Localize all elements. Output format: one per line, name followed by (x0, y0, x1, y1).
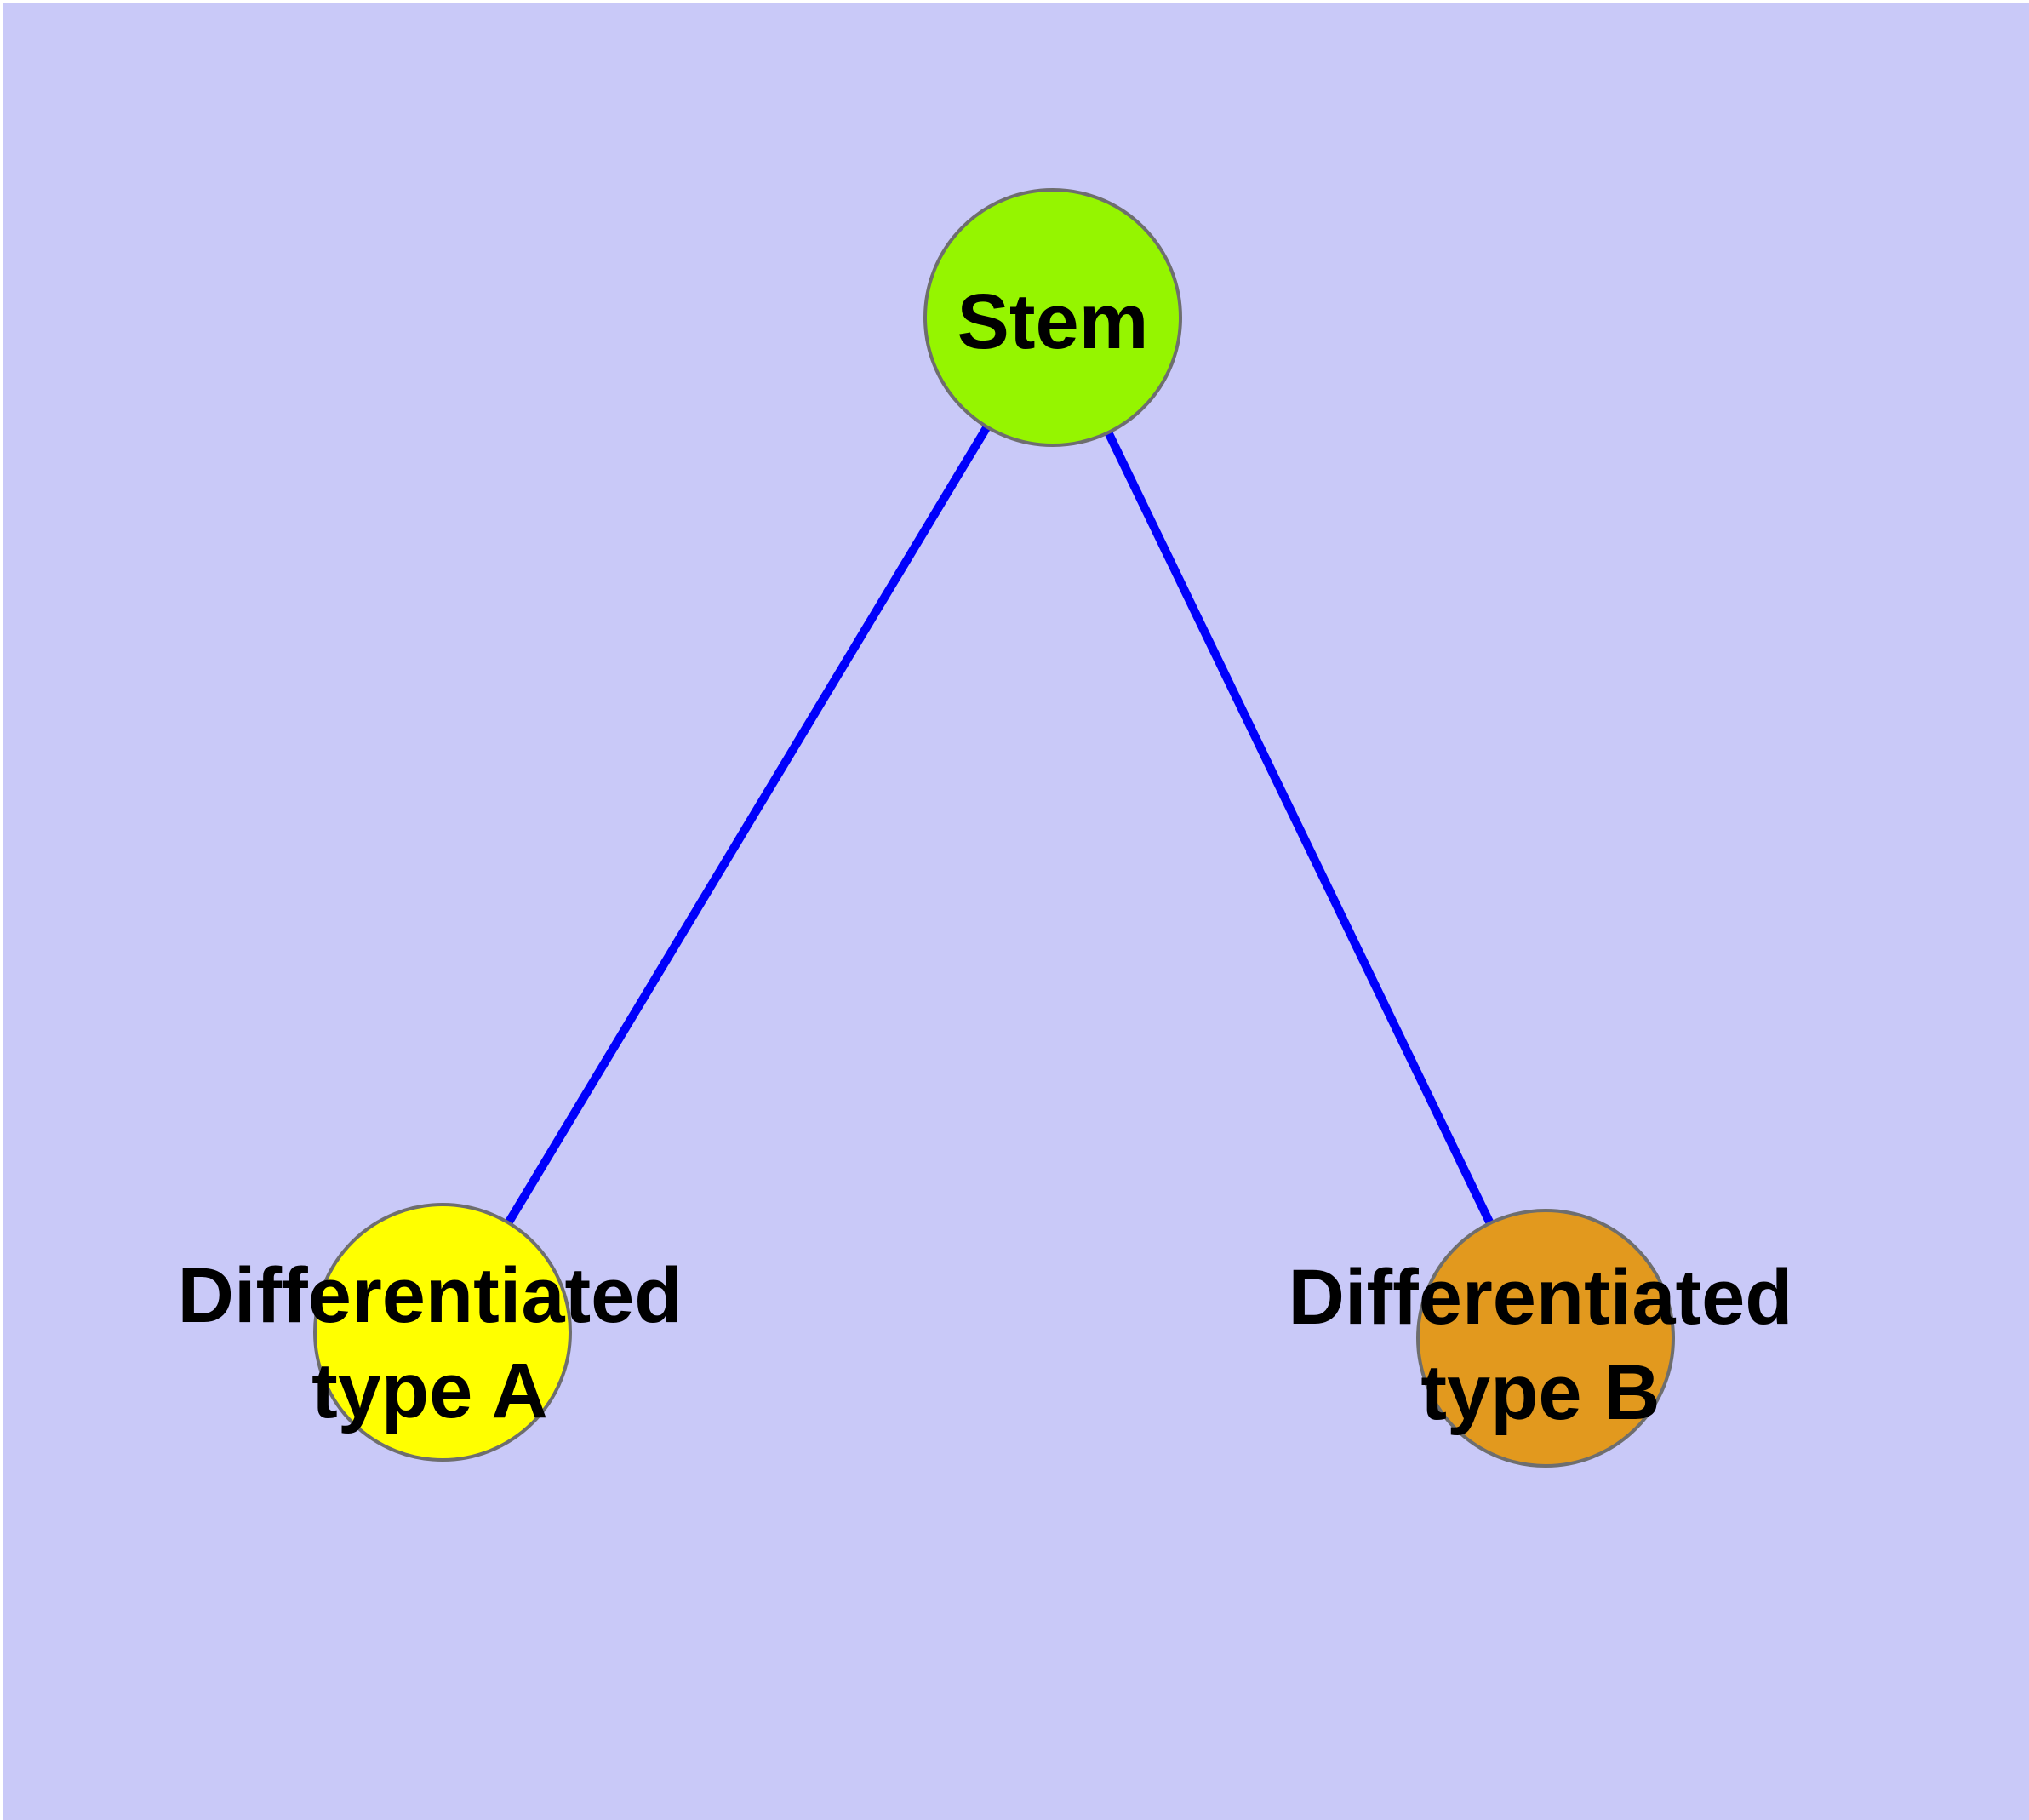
node-stem (923, 188, 1182, 447)
node-differentiated-type-a (313, 1203, 572, 1462)
node-stem-label: Stem (957, 274, 1149, 369)
node-type-b-label-line-1: Differentiated (1288, 1254, 1793, 1341)
node-type-a-label-line-1: Differentiated (177, 1252, 683, 1339)
node-differentiated-type-b (1416, 1209, 1675, 1468)
edge-stem-to-type-b (1049, 315, 1550, 1341)
edge-stem-to-type-a (438, 315, 1057, 1335)
node-type-b-label-line-2: type B (1420, 1349, 1660, 1436)
node-type-a-label: Differentiated type A (178, 1248, 683, 1439)
node-type-b-label: Differentiated type B (1289, 1250, 1793, 1440)
node-stem-label-line: Stem (957, 278, 1149, 365)
node-type-a-label-line-2: type A (311, 1348, 548, 1434)
